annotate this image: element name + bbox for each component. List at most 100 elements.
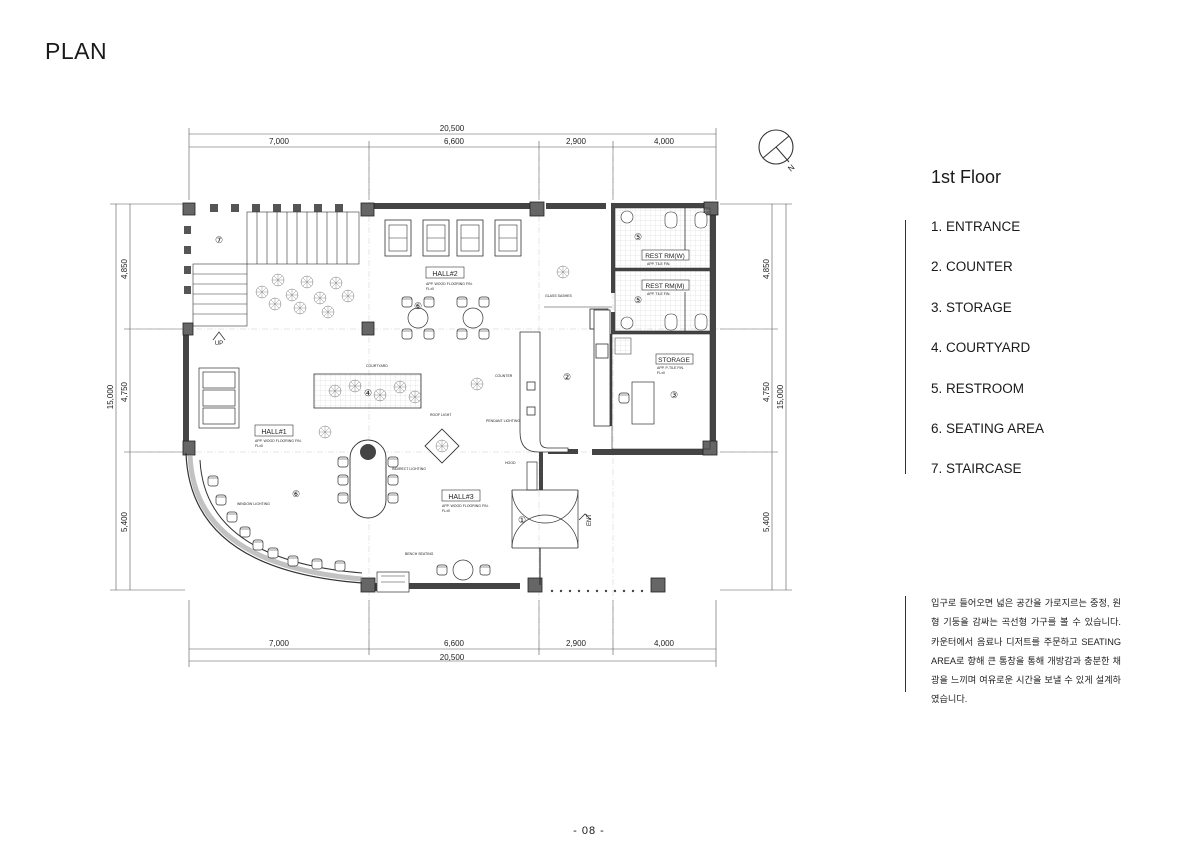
marker-seating-hall2: ⑥	[414, 301, 422, 311]
room-rest-m: REST RM(M)	[646, 283, 685, 290]
north-arrow: N	[758, 129, 797, 174]
legend-item-counter: 2. COUNTER	[931, 259, 1013, 275]
curved-facade	[185, 452, 363, 584]
room-hall3: HALL#3	[448, 494, 473, 501]
page-title: PLAN	[45, 38, 108, 64]
ent-label: ENT	[587, 514, 593, 526]
legend-item-storage: 3. STORAGE	[931, 299, 1012, 315]
note-hood: HOOD	[505, 461, 516, 465]
room-label-hall3: HALL#3 APP. WOOD FLOORING FIN. FL±0	[441, 489, 489, 513]
finish-hall1: APP. WOOD FLOORING FIN.	[255, 439, 302, 443]
room-label-hall1: HALL#1 APP. WOOD FLOORING FIN. FL±0	[254, 424, 302, 448]
room-label-rest-w: REST RM(W) APP. TILE FIN.	[641, 249, 690, 266]
hall2-sofas	[384, 219, 522, 257]
room-legend: 1. ENTRANCE 2. COUNTER 3. STORAGE 4. COU…	[931, 218, 1044, 501]
dim-bottom-1: 7,000	[269, 639, 290, 648]
marker-counter: ②	[563, 372, 571, 382]
bench-unit	[376, 571, 410, 593]
note-courtyard: COURTYARD	[366, 364, 388, 368]
level-storage: FL±0	[657, 371, 665, 375]
dim-top-2: 6,600	[444, 137, 465, 146]
marker-courtyard: ④	[364, 388, 372, 398]
legend-item-seating-area: 6. SEATING AREA	[931, 420, 1045, 436]
dim-bottom-total: 20,500	[440, 653, 465, 662]
storage-room	[611, 333, 711, 450]
room-label-storage: STORAGE APP. P-TILE FIN. FL±0	[655, 353, 694, 375]
description-text: 입구로 들어오면 넓은 공간을 가로지르는 중정, 원형 기둥을 감싸는 곡선형…	[931, 598, 1121, 705]
up-arrow-icon	[212, 331, 226, 341]
dim-bottom-2: 6,600	[444, 639, 465, 648]
dim-top-total: 20,500	[440, 124, 465, 133]
dimensions-bottom	[188, 600, 717, 667]
room-hall2: HALL#2	[432, 271, 457, 278]
entrance-doors	[511, 461, 579, 585]
up-label: UP	[215, 341, 223, 347]
note-roof: ROOF LIGHT	[430, 413, 452, 417]
dim-left-2: 4,750	[120, 381, 129, 402]
room-label-hall2: HALL#2 APP. WOOD FLOORING FIN. FL±0	[425, 266, 473, 291]
finish-hall3: APP. WOOD FLOORING FIN.	[442, 504, 489, 508]
ent-arrow-icon	[578, 513, 592, 521]
finish-rest-m: APP. TILE FIN.	[647, 292, 670, 296]
floor-title: 1st Floor	[931, 167, 1002, 187]
north-label: N	[786, 163, 796, 174]
marker-restroom-m: ⑤	[634, 295, 642, 305]
counter	[519, 309, 611, 453]
curved-bench-chairs	[207, 475, 346, 572]
description-divider	[905, 596, 906, 692]
staircase	[192, 211, 360, 327]
level-hall3: FL±0	[442, 509, 450, 513]
dim-top-3: 2,900	[566, 137, 587, 146]
plan-notes: COURTYARD COUNTER GLASS SASHES ROOF LIGH…	[237, 294, 573, 556]
hall3-table	[436, 559, 491, 581]
note-counter: COUNTER	[495, 374, 513, 378]
dim-bottom-3: 2,900	[566, 639, 587, 648]
legend-item-staircase: 7. STAIRCASE	[931, 461, 1022, 477]
dim-left-3: 5,400	[120, 511, 129, 532]
room-hall1: HALL#1	[261, 429, 286, 436]
note-bench: BENCH SEATING	[405, 552, 434, 556]
dimensions-top	[188, 128, 717, 200]
hall2-tables	[401, 296, 490, 340]
glass-line	[550, 589, 644, 593]
note-glass: GLASS SASHES	[545, 294, 573, 298]
marker-entrance: ①	[518, 515, 526, 525]
plant-hall2	[556, 265, 570, 279]
marker-storage: ③	[670, 390, 678, 400]
finish-hall2: APP. WOOD FLOORING FIN.	[426, 282, 473, 286]
legend-divider	[905, 220, 906, 474]
note-window: WINDOW LIGHTING	[237, 502, 270, 506]
dim-right-2: 4,750	[762, 381, 771, 402]
plan-markers: ① ② ③ ④ ⑤ ⑤ ⑥ ⑥ ⑦	[215, 232, 678, 525]
page-number: - 08 -	[573, 825, 605, 837]
legend-item-restroom: 5. RESTROOM	[931, 380, 1025, 396]
oval-table	[337, 439, 399, 519]
dim-top-1: 7,000	[269, 137, 290, 146]
marker-staircase: ⑦	[215, 235, 223, 245]
note-indirect: INDIRECT LIGHTING	[392, 467, 426, 471]
courtyard	[313, 373, 422, 409]
plant-hall3	[470, 377, 484, 391]
finish-rest-w: APP. TILE FIN.	[647, 262, 670, 266]
finish-storage: APP. P-TILE FIN.	[657, 366, 684, 370]
dim-left-total: 15,000	[106, 384, 115, 409]
dim-right-total: 15,000	[776, 384, 785, 409]
garden-plants	[255, 273, 355, 319]
dim-right-1: 4,850	[762, 258, 771, 279]
note-pendant: PENDANT LIGHTING	[486, 419, 520, 423]
dim-left-1: 4,850	[120, 258, 129, 279]
plant-hall1	[318, 425, 332, 439]
level-hall1: FL±0	[255, 444, 263, 448]
room-rest-w: REST RM(W)	[645, 253, 685, 260]
marker-restroom-w: ⑤	[634, 232, 642, 242]
dim-top-4: 4,000	[654, 137, 675, 146]
marker-seating-hall1: ⑥	[292, 489, 300, 499]
room-storage: STORAGE	[658, 357, 690, 364]
dim-bottom-4: 4,000	[654, 639, 675, 648]
legend-item-entrance: 1. ENTRANCE	[931, 219, 1021, 234]
room-label-rest-m: REST RM(M) APP. TILE FIN.	[641, 279, 690, 296]
legend-item-courtyard: 4. COURTYARD	[931, 340, 1031, 356]
level-hall2: FL±0	[426, 287, 434, 291]
hall1-sofa	[198, 367, 240, 429]
